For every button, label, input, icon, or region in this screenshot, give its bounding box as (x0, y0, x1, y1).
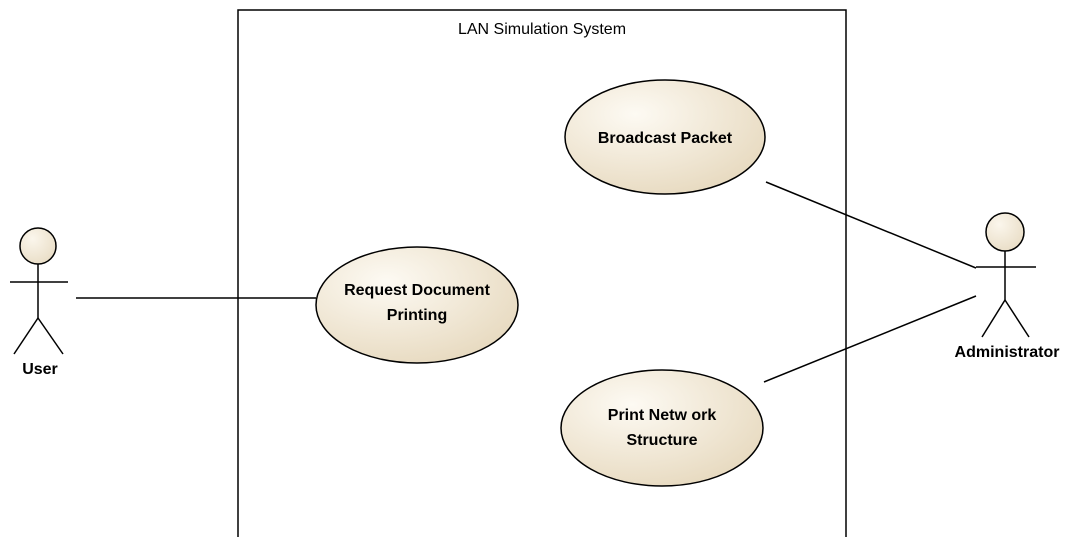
stick-figure-icon (976, 212, 1036, 338)
actor-user-label: User (22, 361, 58, 378)
system-title: LAN Simulation System (458, 21, 626, 38)
actor-user[interactable]: User (10, 227, 68, 378)
system-boundary[interactable]: LAN Simulation System (237, 9, 847, 537)
use-case-print-network-structure-label-line2: Structure (626, 432, 697, 449)
use-case-broadcast-packet[interactable]: Broadcast Packet (564, 79, 766, 195)
use-case-print-network-structure[interactable]: Print Netw ork Structure (560, 369, 764, 487)
association-admin-broadcast[interactable] (765, 181, 977, 269)
use-case-print-network-structure-label-line1: Print Netw ork (608, 407, 717, 424)
association-admin-print-structure[interactable] (763, 295, 977, 383)
use-case-request-document-printing-label-line1: Request Document (344, 282, 490, 299)
use-case-request-document-printing[interactable]: Request Document Printing (315, 246, 519, 364)
stick-figure-icon (10, 227, 68, 355)
use-case-broadcast-packet-label: Broadcast Packet (598, 130, 733, 147)
use-case-request-document-printing-label-line2: Printing (387, 307, 447, 324)
actor-administrator-label: Administrator (955, 344, 1060, 361)
actor-administrator[interactable]: Administrator (955, 212, 1060, 361)
